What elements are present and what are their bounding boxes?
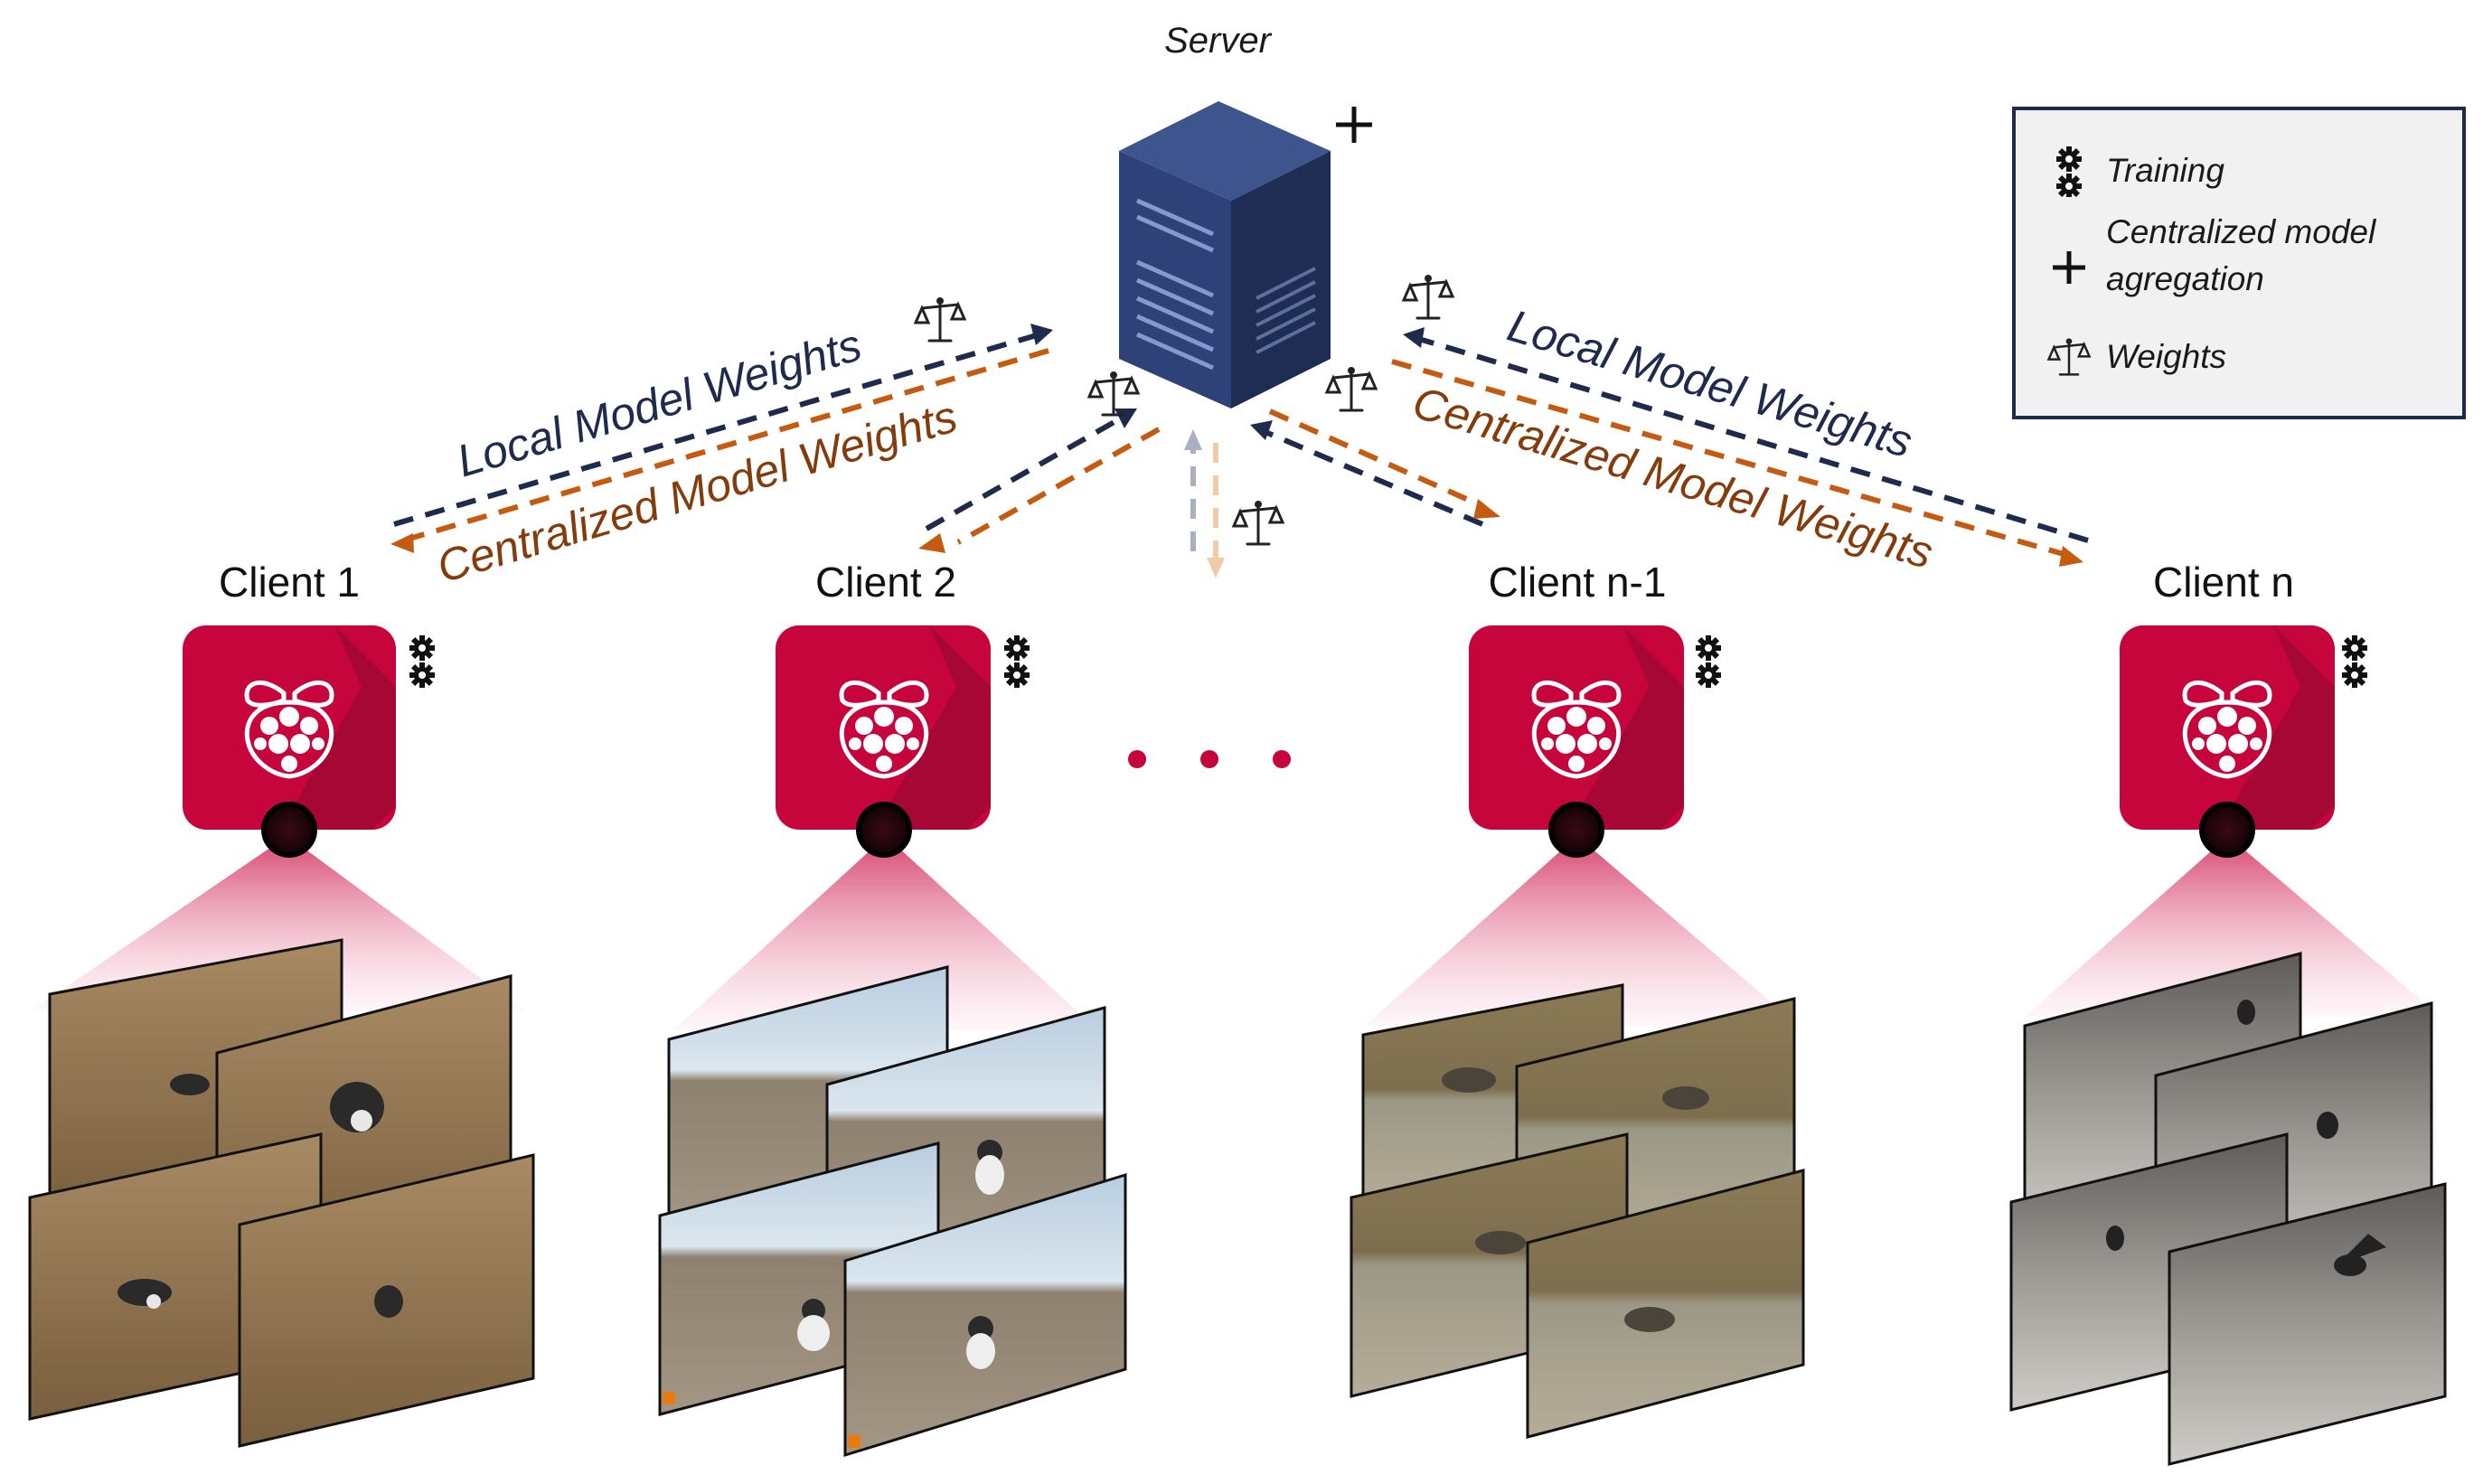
gear-icon [2342, 635, 2367, 688]
client-2-label: Client 2 [815, 559, 956, 606]
scales-icon [1232, 501, 1284, 546]
gear-icon [2046, 143, 2092, 197]
scales-icon [1402, 275, 1454, 320]
legend-aggregation-line2: agregation [2106, 260, 2264, 297]
legend-weights-label: Weights [2106, 338, 2226, 375]
camera-view-cone [32, 836, 524, 1010]
client-n-1-label: Client n-1 [1489, 559, 1667, 606]
camera-lens [2199, 802, 2255, 858]
client-n-1 [1350, 625, 1805, 1439]
image-stack [28, 938, 535, 1448]
image-stack [2009, 952, 2447, 1466]
client-1 [28, 625, 535, 1448]
legend: Training Centralized model agregation We… [2012, 107, 2466, 419]
arrows [393, 332, 2089, 560]
image-stack [1350, 983, 1805, 1439]
camera-lens [1548, 802, 1604, 858]
server-label: Server [1164, 21, 1272, 61]
plus-icon [1336, 107, 1372, 143]
gear-icon [1004, 635, 1030, 688]
scales-icon [1325, 367, 1378, 412]
client-n [2009, 625, 2447, 1466]
scales-icon [914, 297, 966, 343]
image-stack [658, 965, 1127, 1458]
gear-icon [409, 635, 435, 688]
gear-icon [1696, 635, 1721, 688]
camera-lens [261, 802, 317, 858]
server-icon [1119, 101, 1331, 409]
client-1-label: Client 1 [219, 559, 360, 606]
camera-lens [856, 802, 912, 858]
camera-view-cone [673, 836, 1098, 1030]
plus-icon [2046, 240, 2092, 295]
more-clients-ellipsis [1128, 750, 1291, 768]
camera-view-cone [1365, 836, 1799, 1026]
camera-view-cone [2025, 836, 2441, 1017]
legend-aggregation-line1: Centralized model [2106, 213, 2376, 250]
client-n-label: Client n [2153, 559, 2294, 606]
client-2 [658, 625, 1127, 1458]
scales-icon [2046, 331, 2092, 385]
legend-training-label: Training [2106, 152, 2224, 189]
